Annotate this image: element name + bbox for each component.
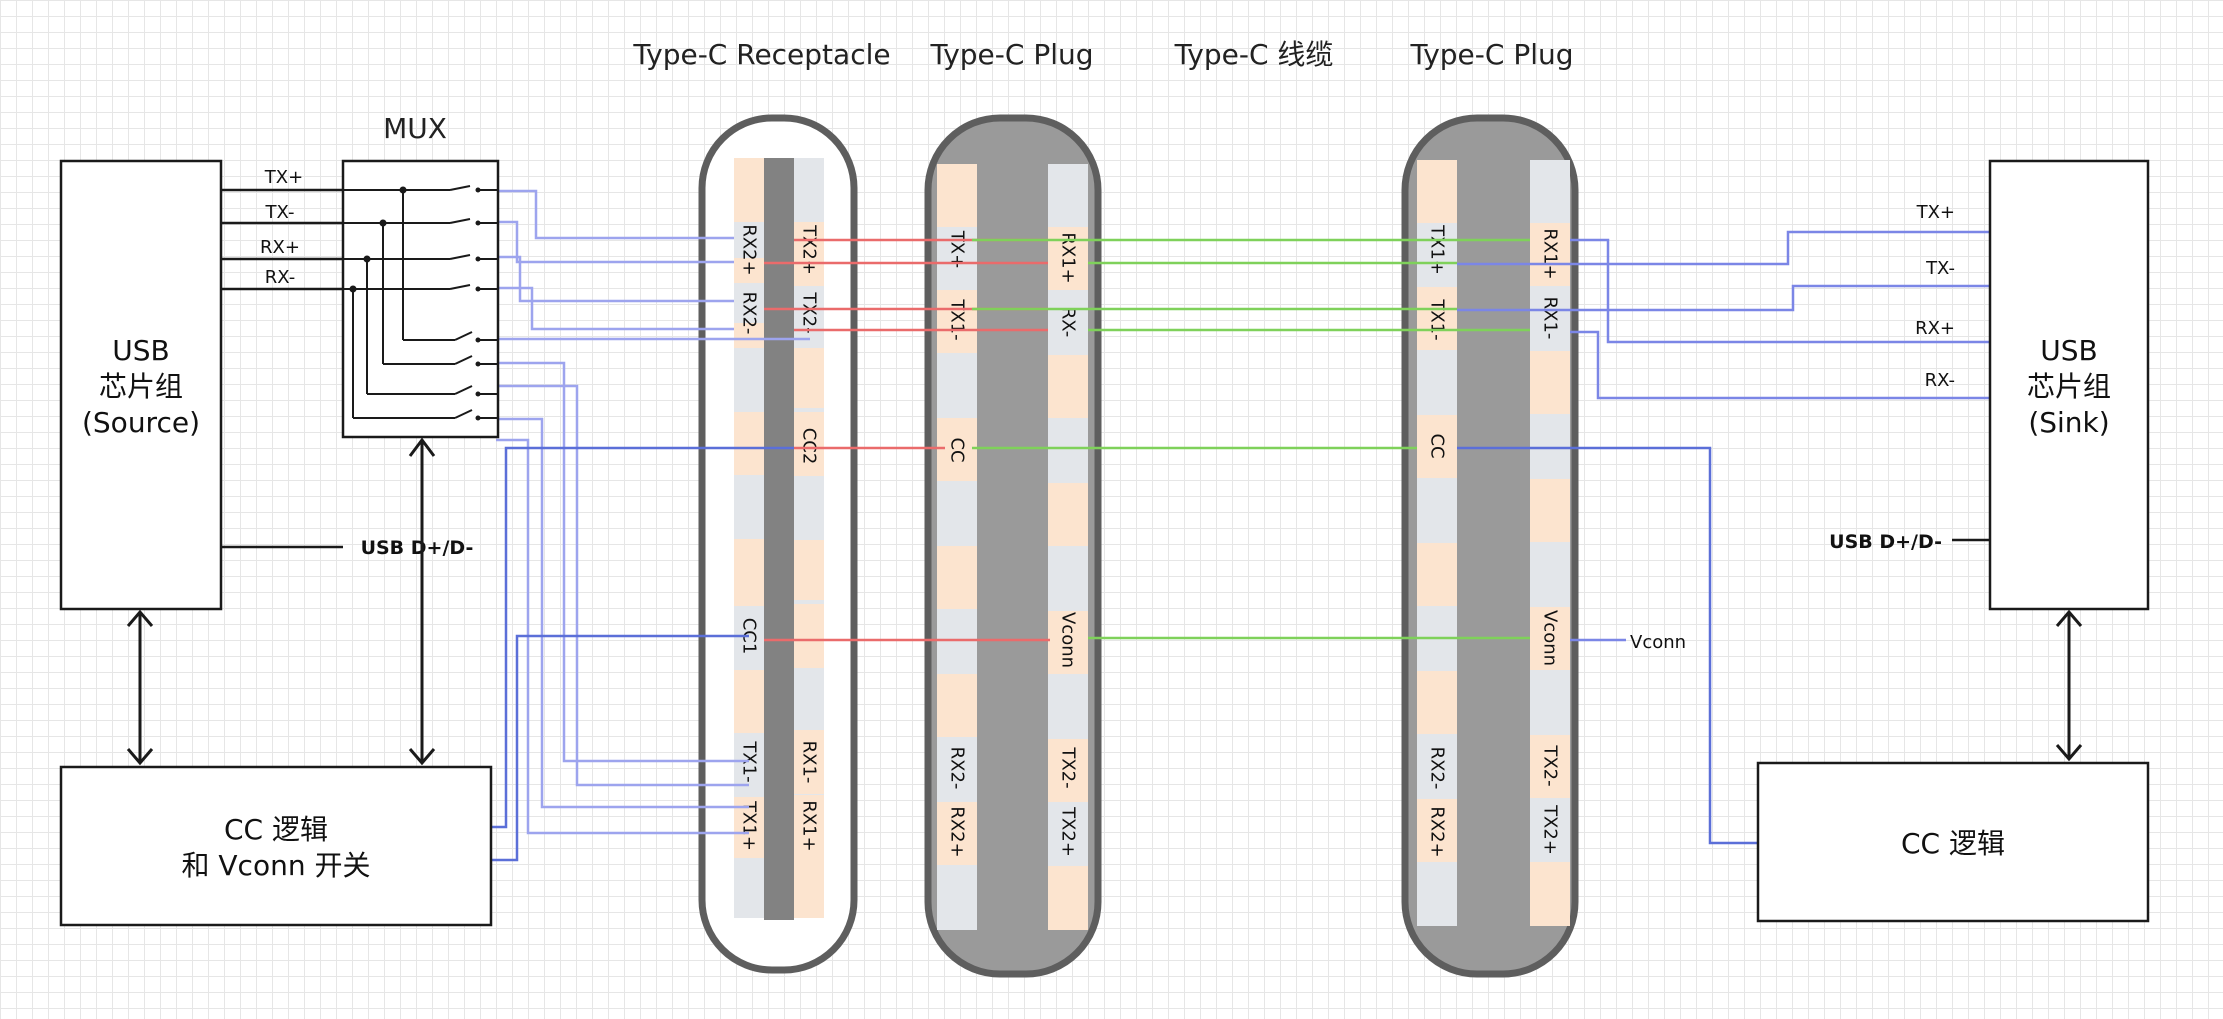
cc-logic-right: CC 逻辑 [1756,761,2150,923]
pin-tx2-minus: TX2- [799,291,820,333]
header-receptacle: Type-C Receptacle [632,38,890,71]
usb-chipset-source: USB 芯片组 (Source) [59,159,223,611]
usb-dd-left-label: USB D+/D- [361,537,474,559]
header-plug-right: Type-C Plug [1409,38,1573,71]
plug-right-pin-rx2-plus: RX2+ [1427,806,1448,857]
plug-right-pin-tx2-plus: TX2+ [1540,804,1561,855]
cc-wires [492,446,1758,862]
plug-left-pin-rx-minus: RX- [1058,307,1079,337]
pin-rx2-minus: RX2- [739,292,760,335]
plug-right-pin-vconn: Vconn [1540,610,1561,666]
plug-left-pin-tx2-plus: TX2+ [1058,806,1079,857]
plug-left-pin-tx1-minus: TX1- [947,298,968,340]
mux-junctions [349,186,481,421]
plug-left-pin-vconn: Vconn [1058,612,1079,668]
cc-right-line1: CC 逻辑 [1901,827,2005,860]
plug-right-pin-cc: CC [1427,433,1448,458]
plug-left-pin-rx2-minus: RX2- [947,747,968,790]
receptacle-tongue [764,158,794,920]
plug-right-pin-column-a [1417,160,1457,926]
plug-right-pin-tx1-minus: TX1- [1427,298,1448,340]
cc-left-line2: 和 Vconn 开关 [182,849,371,882]
plug-right-pin-rx1-plus: RX1+ [1540,228,1561,279]
source-wire-label-rx-minus: RX- [265,267,295,288]
plug-left-pin-rx2-plus: RX2+ [947,806,968,857]
source-line3: (Source) [82,406,200,439]
green-wires [972,238,1530,640]
source-wire-label-tx-minus: TX- [265,202,295,223]
plug-right-pin-rx1-minus: RX1- [1540,297,1561,340]
pin-cc2: CC2 [799,428,820,465]
plug-left-pin-rx1-plus: RX1+ [1058,232,1079,283]
sink-wires [1457,230,1990,642]
sink-line2: 芯片组 [2027,370,2111,403]
sink-wire-label-tx-minus: TX- [1925,258,1955,279]
cc-logic-left: CC 逻辑 和 Vconn 开关 [59,765,493,927]
pin-tx2-plus: TX2+ [799,224,820,275]
receptacle-pin-column-b [794,158,824,918]
source-wire-label-rx-plus: RX+ [260,237,300,258]
source-wire-label-tx-plus: TX+ [264,167,303,188]
receptacle-connector: RX2+ RX2- CC1 TX1- TX1+ TX2+ TX2- CC2 RX… [698,114,858,974]
vconn-label: Vconn [1630,632,1686,653]
plug-right: TX1+ TX1- CC RX2- RX2+ RX1+ RX1- Vconn T… [1401,114,1579,978]
plug-left: TX+ TX1- CC RX2- RX2+ RX1+ RX- Vconn TX2… [924,114,1102,978]
source-wires [221,188,343,549]
sink-wire-label-rx-plus: RX+ [1915,318,1955,339]
pin-tx1-plus: TX1+ [739,800,760,851]
plug-left-pin-tx2-minus: TX2- [1058,746,1079,788]
sink-line3: (Sink) [2028,406,2109,439]
pin-rx1-minus: RX1- [799,741,820,784]
plug-left-pin-column-a [937,164,977,930]
double-arrow-right [2055,609,2083,762]
plug-left-pin-column-b [1048,164,1088,930]
source-line2: 芯片组 [99,370,183,403]
mux-title: MUX [383,112,447,145]
sink-line1: USB [2040,334,2097,367]
mux-switch-network [343,185,498,419]
plug-left-pin-cc: CC [947,437,968,462]
mux [341,159,500,439]
sink-wire-label-tx-plus: TX+ [1916,202,1955,223]
source-line1: USB [112,334,169,367]
double-arrows-left [126,437,436,766]
plug-right-pin-column-b [1530,160,1570,926]
receptacle-pin-column-a [734,158,764,918]
usb-chipset-sink: USB 芯片组 (Sink) [1988,159,2150,611]
header-cable: Type-C 线缆 [1174,38,1334,71]
plug-right-pin-tx1-plus: TX1+ [1427,224,1448,275]
pin-rx1-plus: RX1+ [799,800,820,851]
plug-right-pin-tx2-minus: TX2- [1540,744,1561,786]
plug-right-pin-rx2-minus: RX2- [1427,747,1448,790]
header-plug-left: Type-C Plug [929,38,1093,71]
sink-wire-label-rx-minus: RX- [1925,370,1955,391]
usb-dd-right-label: USB D+/D- [1829,531,1942,553]
cc-left-line1: CC 逻辑 [224,813,328,846]
pin-rx2-plus: RX2+ [739,224,760,275]
